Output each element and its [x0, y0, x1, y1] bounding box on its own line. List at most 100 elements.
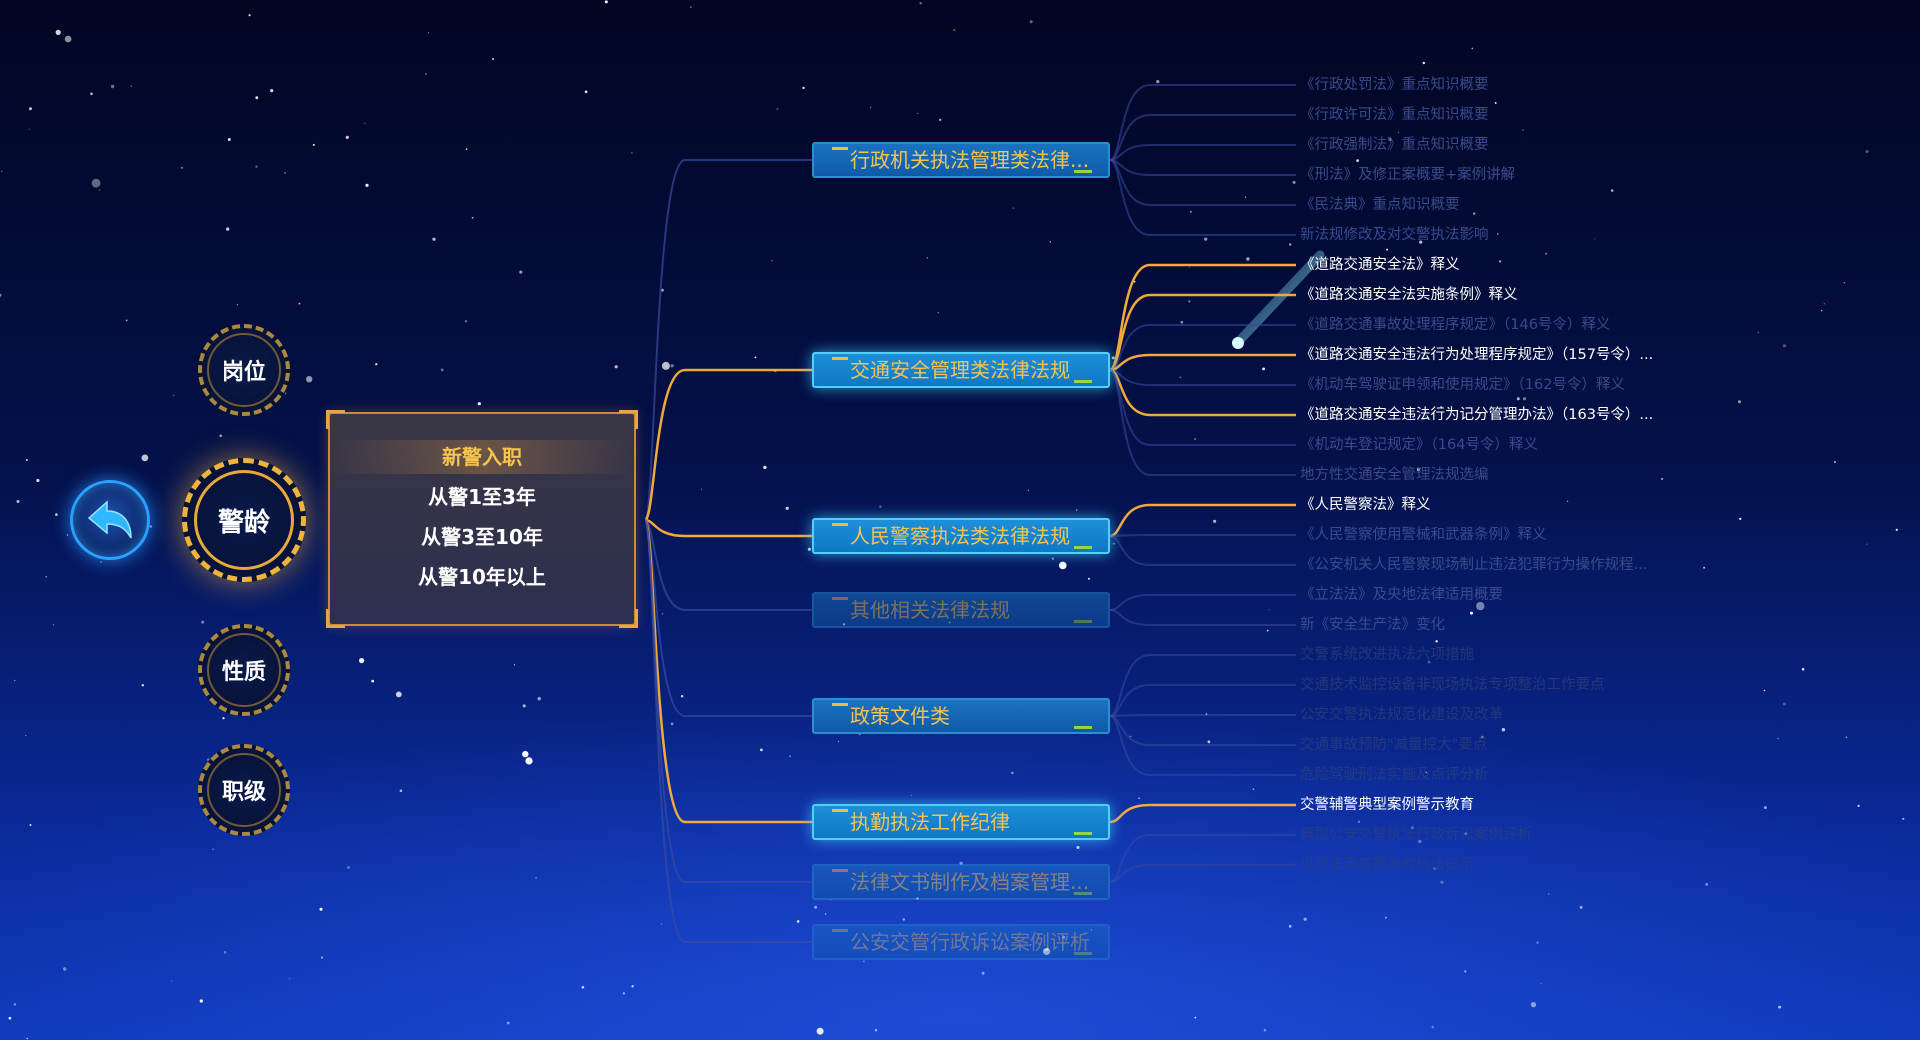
category-other-law[interactable]: 其他相关法律法规	[812, 592, 1110, 628]
connector-line	[1109, 159, 1296, 176]
star	[1027, 489, 1029, 491]
star	[660, 923, 663, 925]
star	[1594, 238, 1596, 240]
category-admin-law[interactable]: 行政机关执法管理类法律...	[812, 142, 1110, 178]
nav-item-police-age[interactable]: 警龄	[182, 458, 306, 582]
topic-leaf-item[interactable]: 《道路交通安全法实施条例》释义	[1300, 287, 1518, 303]
star	[1498, 260, 1502, 263]
star	[939, 118, 942, 121]
star	[62, 967, 67, 971]
star	[1043, 947, 1051, 956]
topic-leaf-item[interactable]: 《人民警察使用警械和武器条例》释义	[1300, 527, 1547, 543]
topic-leaf-item[interactable]: 《机动车登记规定》（164号令）释义	[1300, 437, 1538, 453]
star	[64, 35, 72, 43]
topic-leaf-item[interactable]: 《道路交通安全违法行为记分管理办法》（163号令）...	[1300, 407, 1654, 423]
star	[760, 748, 763, 752]
nav-item-nature[interactable]: 性质	[198, 624, 290, 716]
category-duty-discipline[interactable]: 执勤执法工作纪律	[812, 804, 1110, 840]
topic-leaf-item[interactable]: 危险驾驶刑法实施及点评分析	[1300, 767, 1489, 783]
topic-leaf-item[interactable]: 新《安全生产法》变化	[1300, 617, 1445, 633]
connector-line	[1109, 368, 1296, 417]
topic-leaf-item[interactable]: 交通技术监控设备非现场执法专项整治工作要点	[1300, 677, 1605, 693]
star	[125, 319, 128, 322]
category-litigation-cases[interactable]: 公安交管行政诉讼案例评析	[812, 924, 1110, 960]
star	[584, 90, 588, 94]
star	[29, 824, 32, 826]
topic-leaf-item[interactable]: 交警系统改进执法六项措施	[1300, 647, 1474, 663]
star	[522, 750, 529, 758]
nav-item-position[interactable]: 岗位	[198, 324, 290, 416]
star	[288, 978, 291, 980]
connector-line	[1109, 503, 1296, 538]
topic-leaf-item[interactable]: 交通事故预防"减量控大"要点	[1300, 737, 1488, 753]
star	[1476, 601, 1485, 611]
star	[1499, 295, 1501, 297]
topic-leaf-item[interactable]: 以司法审查视角的执法提示	[1300, 857, 1474, 873]
star	[874, 1029, 878, 1032]
topic-leaf-item[interactable]: 《行政强制法》重点知识概要	[1300, 137, 1489, 153]
topic-leaf-item[interactable]: 《道路交通安全违法行为处理程序规定》（157号令）...	[1300, 347, 1654, 363]
topic-leaf-item[interactable]: 《机动车驾驶证申领和使用规定》（162号令）释义	[1300, 377, 1625, 393]
star	[824, 913, 827, 915]
star	[1388, 137, 1392, 142]
nav-item-rank[interactable]: 职级	[198, 744, 290, 836]
star	[91, 178, 101, 188]
star	[776, 108, 779, 110]
topic-leaf-item[interactable]: 《刑法》及修正案概要+案例讲解	[1300, 167, 1516, 183]
star	[1029, 20, 1033, 24]
topic-leaf-item[interactable]: 《道路交通安全法》释义	[1300, 257, 1460, 273]
category-police-law[interactable]: 人民警察执法类法律法规	[812, 518, 1110, 554]
star	[130, 85, 133, 88]
topic-leaf-item[interactable]: 新法规修改及对交警执法影响	[1300, 227, 1489, 243]
star	[1133, 280, 1136, 283]
star	[1494, 102, 1497, 104]
star	[1029, 944, 1032, 946]
star	[581, 985, 585, 989]
topic-leaf-item[interactable]: 《道路交通事故处理程序规定》（146号令）释义	[1300, 317, 1611, 333]
star	[917, 112, 919, 114]
star	[1763, 689, 1766, 692]
topic-leaf-item[interactable]: 《立法法》及央地法律适用概要	[1300, 587, 1503, 603]
option-3-10-years[interactable]: 从警3至10年	[421, 525, 543, 549]
star	[1471, 47, 1474, 50]
topic-leaf-item[interactable]: 《民法典》重点知识概要	[1300, 197, 1460, 213]
back-button[interactable]	[70, 480, 150, 560]
topic-leaf-item[interactable]: 交警辅警典型案例警示教育	[1300, 797, 1474, 813]
option-1-3-years[interactable]: 从警1至3年	[428, 485, 536, 509]
topic-leaf-item[interactable]: 《行政许可法》重点知识概要	[1300, 107, 1489, 123]
star	[36, 478, 40, 483]
star	[1427, 660, 1431, 664]
star	[219, 434, 222, 438]
category-traffic-safety-law[interactable]: 交通安全管理类法律法规	[812, 352, 1110, 388]
star	[90, 92, 93, 96]
category-legal-documents[interactable]: 法律文书制作及档案管理...	[812, 864, 1110, 900]
topic-leaf-item[interactable]: 《公安机关人民警察现场制止违法犯罪行为操作规程...	[1300, 557, 1648, 573]
star	[432, 237, 436, 241]
star	[1739, 517, 1742, 520]
star	[375, 363, 378, 366]
topic-leaf-item[interactable]: 典型公安交警执法行政诉讼案例评析	[1300, 827, 1532, 843]
option-new-police[interactable]: 新警入职	[330, 440, 634, 474]
option-10-plus-years[interactable]: 从警10年以上	[418, 565, 546, 589]
star	[1194, 1016, 1197, 1019]
star	[0, 293, 2, 297]
star	[1579, 905, 1583, 909]
topic-leaf-item[interactable]: 《人民警察法》释义	[1300, 497, 1431, 513]
star	[522, 704, 526, 708]
star	[424, 72, 427, 76]
star	[1335, 352, 1339, 356]
star	[506, 1021, 510, 1025]
star	[1442, 144, 1444, 146]
star	[919, 2, 922, 5]
star	[371, 679, 375, 683]
star	[465, 148, 468, 150]
topic-leaf-item[interactable]: 公安交警执法规范化建设及改革	[1300, 707, 1503, 723]
topic-leaf-item[interactable]: 《行政处罚法》重点知识概要	[1300, 77, 1489, 93]
topic-leaf-item[interactable]: 地方性交通安全管理法规选编	[1300, 467, 1489, 483]
star	[1204, 237, 1208, 241]
category-policy-documents[interactable]: 政策文件类	[812, 698, 1110, 734]
star	[1464, 832, 1468, 835]
star	[365, 183, 369, 187]
star	[1801, 667, 1805, 671]
star	[796, 920, 800, 923]
